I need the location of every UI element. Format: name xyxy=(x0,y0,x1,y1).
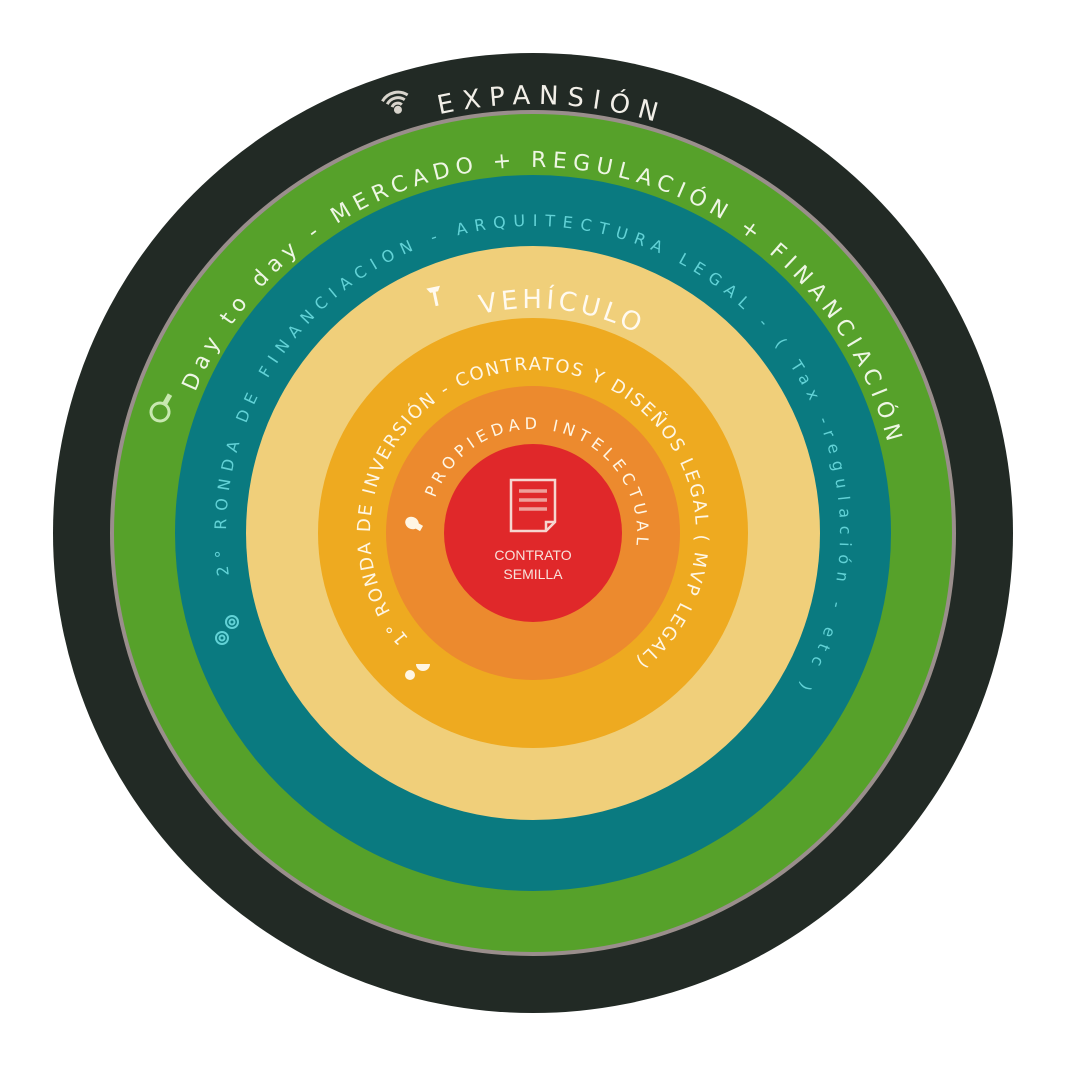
document-icon xyxy=(509,478,557,533)
center-seed-contract xyxy=(444,444,622,622)
magnifier-icon xyxy=(149,393,173,423)
shapes-icon xyxy=(405,664,430,680)
bulb-icon xyxy=(405,516,424,532)
gears-icon xyxy=(215,615,239,645)
center-label-line1: CONTRATO xyxy=(494,547,571,563)
flag-icon xyxy=(426,285,440,307)
center-label-line2: SEMILLA xyxy=(503,566,563,582)
wifi-icon xyxy=(381,90,409,114)
